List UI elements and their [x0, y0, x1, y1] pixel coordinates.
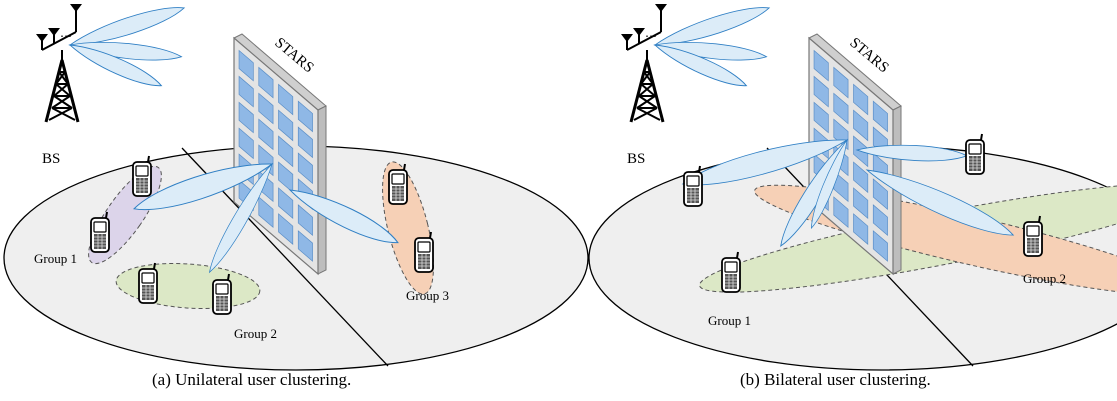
group-1-label: Group 1 — [708, 313, 751, 328]
phone-icon — [414, 231, 434, 273]
group-2-label: Group 2 — [234, 326, 277, 341]
stars-element — [258, 66, 274, 99]
stars-element — [278, 213, 294, 245]
stars-element — [813, 75, 829, 108]
caption-a: (a) Unilateral user clustering. — [152, 370, 352, 389]
phone-icon — [721, 251, 741, 293]
stars-panel — [233, 33, 327, 276]
bs-label: BS — [627, 151, 645, 167]
bs-tower-icon — [619, 2, 669, 124]
stars-element — [813, 49, 829, 82]
stars-element — [258, 196, 274, 229]
stars-element — [833, 92, 849, 125]
stars-element — [278, 187, 294, 220]
phone-icon — [1023, 215, 1043, 257]
stars-element — [278, 135, 294, 168]
phone-icon — [212, 273, 232, 315]
caption-b: (b) Bilateral user clustering. — [740, 370, 931, 389]
stars-element — [833, 196, 849, 229]
stars-element — [853, 187, 869, 220]
stars-element — [813, 101, 829, 134]
phone-icon — [132, 155, 152, 197]
phone-icon — [683, 165, 703, 207]
stars-element — [238, 101, 254, 134]
stars-element — [872, 204, 888, 236]
stars-element — [238, 127, 254, 160]
bs-tower-icon — [34, 2, 84, 124]
stars-element — [297, 152, 313, 185]
stars-element — [853, 161, 869, 194]
phone-icon — [90, 211, 110, 253]
stars-element — [238, 49, 254, 82]
group-3-label: Group 3 — [406, 288, 449, 303]
stars-element — [853, 213, 869, 245]
stars-element — [853, 83, 869, 116]
stars-element — [833, 66, 849, 99]
stars-element — [297, 126, 313, 159]
phone-icon — [388, 163, 408, 205]
bs-label: BS — [42, 151, 60, 167]
stars-element — [278, 83, 294, 116]
stars-element — [278, 109, 294, 142]
stars-surface — [233, 36, 319, 276]
group-1-label: Group 1 — [34, 251, 77, 266]
phone-icon — [965, 133, 985, 175]
stars-element — [238, 75, 254, 108]
stars-element — [297, 100, 313, 133]
stars-element — [258, 92, 274, 125]
stars-element — [872, 230, 888, 262]
stars-element — [297, 204, 313, 236]
stars-element — [872, 100, 888, 133]
phone-icon — [138, 262, 158, 304]
stars-element — [872, 178, 888, 211]
group-2-label: Group 2 — [1023, 271, 1066, 286]
stars-element — [853, 109, 869, 142]
stars-element — [258, 118, 274, 151]
stars-element — [297, 230, 313, 262]
